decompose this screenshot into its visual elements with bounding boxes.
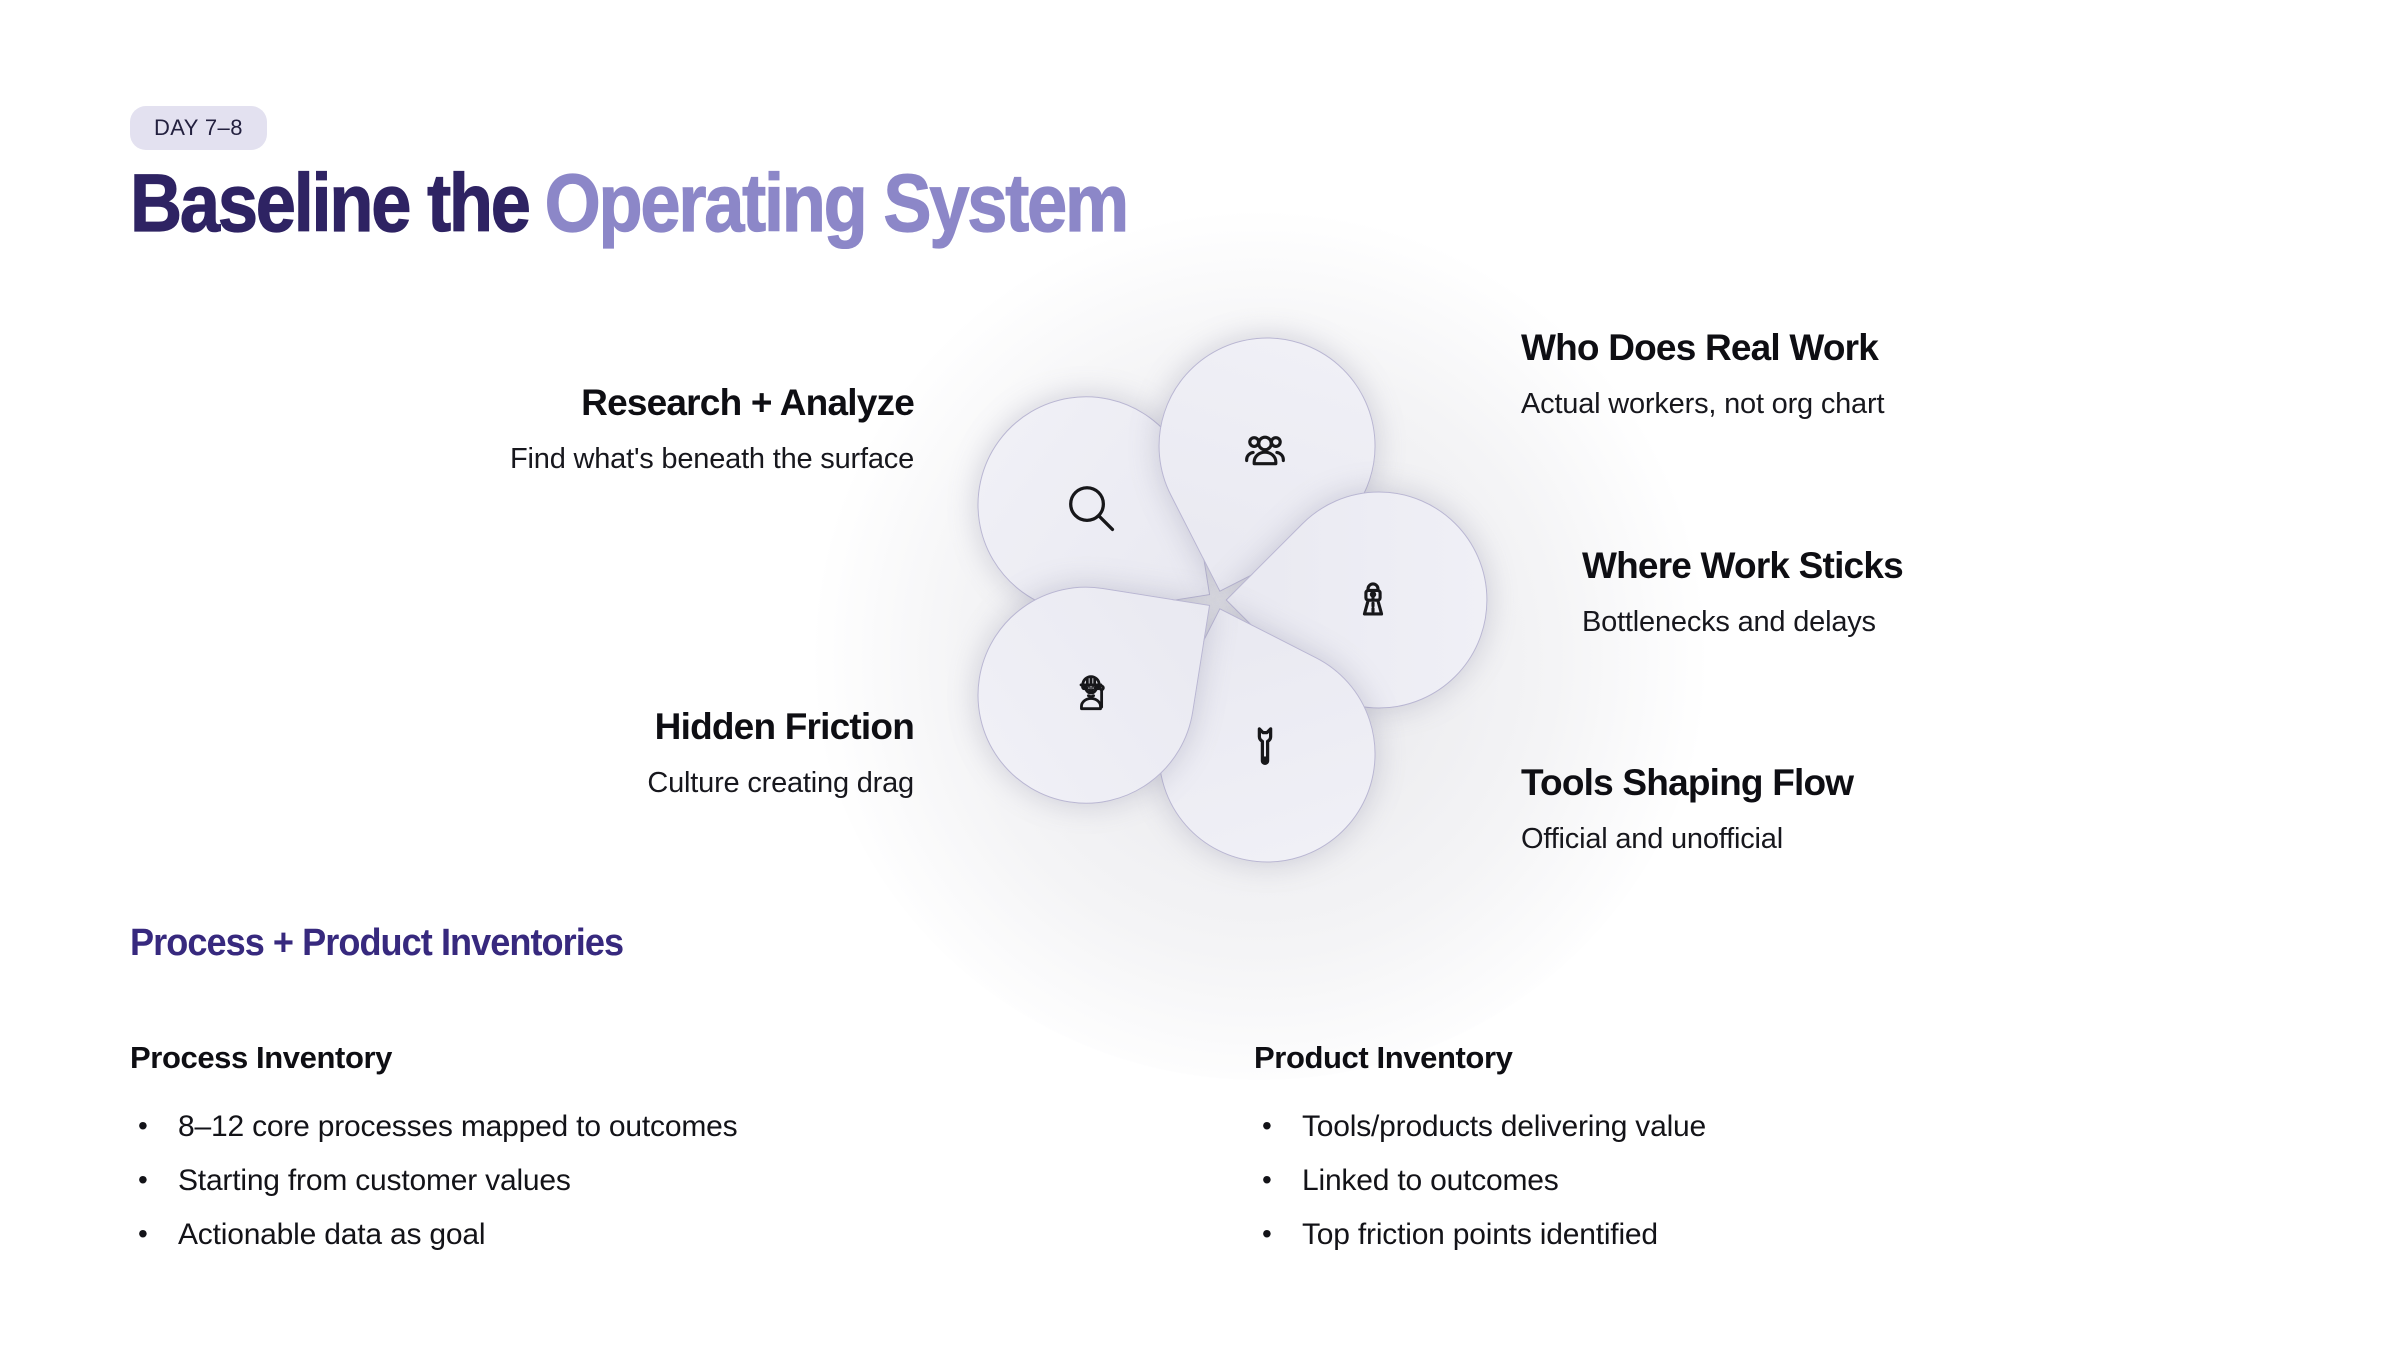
list-item: • Tools/products delivering value xyxy=(1254,1110,1706,1143)
petal-heading: Tools Shaping Flow xyxy=(1521,762,1854,803)
worker-icon xyxy=(1065,666,1117,718)
petal-label-hidden-friction: Hidden Friction Culture creating drag xyxy=(647,706,914,801)
petal-heading: Research + Analyze xyxy=(581,382,915,423)
list-item: • Actionable data as goal xyxy=(130,1218,737,1251)
petal-label-tools-shaping-flow: Tools Shaping Flow Official and unoffici… xyxy=(1521,762,1854,857)
bullet-text: Top friction points identified xyxy=(1302,1218,1658,1251)
bullet-list: • Tools/products delivering value • Link… xyxy=(1254,1110,1706,1251)
page-title-primary: Baseline the xyxy=(129,158,531,249)
petal-label-where-work-sticks: Where Work Sticks Bottlenecks and delays xyxy=(1582,545,1904,640)
page-title-accent: Operating System xyxy=(544,158,1130,249)
petal-subtext: Official and unofficial xyxy=(1521,822,1783,855)
bullet-list: • 8–12 core processes mapped to outcomes… xyxy=(130,1110,738,1251)
process-inventory-column: Process Inventory • 8–12 core processes … xyxy=(130,1040,738,1272)
petal-subtext: Find what's beneath the surface xyxy=(510,442,914,475)
section-heading: Process + Product Inventories xyxy=(130,922,624,964)
list-item: • Starting from customer values xyxy=(130,1164,737,1197)
petal-heading: Where Work Sticks xyxy=(1582,545,1904,586)
wrench-icon xyxy=(1239,722,1291,774)
petal-label-research: Research + Analyze Find what's beneath t… xyxy=(510,382,915,477)
list-item: • 8–12 core processes mapped to outcomes xyxy=(130,1110,738,1143)
bullet-text: Starting from customer values xyxy=(178,1164,571,1197)
list-item: • Top friction points identified xyxy=(1254,1218,1706,1251)
bullet-marker: • xyxy=(138,1110,148,1141)
bullet-marker: • xyxy=(1262,1110,1272,1141)
bottleneck-icon xyxy=(1348,575,1398,625)
list-item: • Linked to outcomes xyxy=(1254,1164,1706,1197)
petal-label-who-does-real-work: Who Does Real Work Actual workers, not o… xyxy=(1521,327,1885,422)
bullet-marker: • xyxy=(138,1218,148,1249)
bullet-marker: • xyxy=(138,1164,148,1195)
bullet-text: Actionable data as goal xyxy=(178,1218,486,1251)
bullet-text: Tools/products delivering value xyxy=(1302,1110,1707,1143)
petal-heading: Who Does Real Work xyxy=(1521,327,1879,368)
bullet-marker: • xyxy=(1262,1218,1272,1249)
bullet-text: Linked to outcomes xyxy=(1302,1164,1559,1197)
column-title: Process Inventory xyxy=(130,1040,392,1075)
petal-subtext: Bottlenecks and delays xyxy=(1582,605,1876,638)
petal-subtext: Actual workers, not org chart xyxy=(1521,387,1885,420)
petal-heading: Hidden Friction xyxy=(654,706,915,747)
column-title: Product Inventory xyxy=(1254,1040,1513,1075)
petal-subtext: Culture creating drag xyxy=(647,766,914,799)
day-badge: DAY 7–8 xyxy=(130,106,267,151)
bullet-text: 8–12 core processes mapped to outcomes xyxy=(178,1110,738,1143)
product-inventory-column: Product Inventory • Tools/products deliv… xyxy=(1254,1040,1706,1272)
search-icon xyxy=(1063,480,1119,536)
bullet-marker: • xyxy=(1262,1164,1272,1195)
team-icon xyxy=(1240,427,1290,477)
